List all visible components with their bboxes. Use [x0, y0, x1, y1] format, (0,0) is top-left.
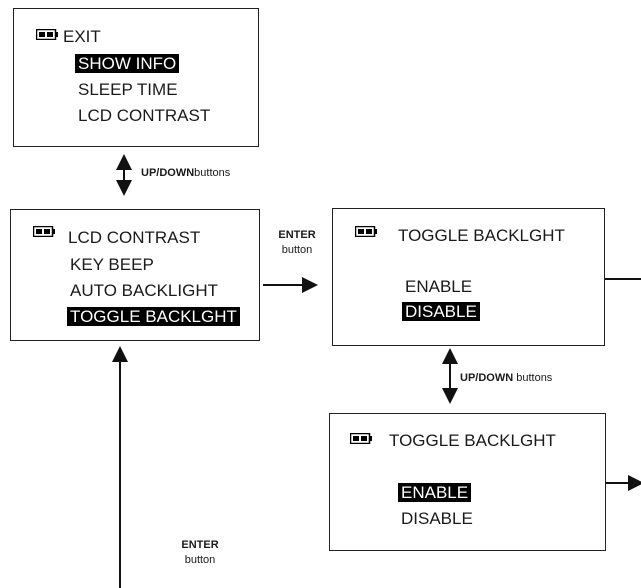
battery-icon	[36, 29, 58, 40]
updown-label: UP/DOWN buttons	[460, 372, 553, 384]
battery-icon	[355, 226, 377, 237]
battery-icon	[33, 226, 55, 237]
menu-item-show-info-selected: SHOW INFO	[75, 54, 180, 73]
menu-item-sleep-time: SLEEP TIME	[78, 80, 178, 99]
menu-item-toggle-backlight-selected: TOGGLE BACKLGHT	[67, 307, 240, 326]
menu-item-lcd-contrast: LCD CONTRAST	[78, 106, 211, 125]
updown-label: UP/DOWNbuttons	[141, 167, 231, 179]
lcd-screen-toggle-backlight-disable: TOGGLE BACKLGHT ENABLE DISABLE	[332, 208, 605, 346]
screen-title: TOGGLE BACKLGHT	[398, 226, 565, 245]
menu-item-lcd-contrast: LCD CONTRAST	[68, 228, 201, 247]
option-disable: DISABLE	[401, 509, 473, 528]
menu-item-auto-backlight: AUTO BACKLIGHT	[70, 281, 218, 300]
option-disable-selected: DISABLE	[402, 302, 480, 321]
option-enable: ENABLE	[405, 277, 473, 296]
screen-title: TOGGLE BACKLGHT	[389, 431, 556, 450]
lcd-screen-main-menu: EXIT SHOW INFO SLEEP TIME LCD CONTRAST	[13, 8, 259, 147]
menu-item-key-beep: KEY BEEP	[70, 255, 154, 274]
option-enable-selected: ENABLE	[398, 483, 472, 502]
battery-icon	[350, 433, 372, 444]
lcd-screen-toggle-backlight-enable: TOGGLE BACKLGHT ENABLE DISABLE	[329, 413, 606, 551]
menu-item-exit: EXIT	[63, 27, 101, 46]
lcd-screen-settings-menu: LCD CONTRAST KEY BEEP AUTO BACKLIGHT TOG…	[10, 209, 260, 341]
